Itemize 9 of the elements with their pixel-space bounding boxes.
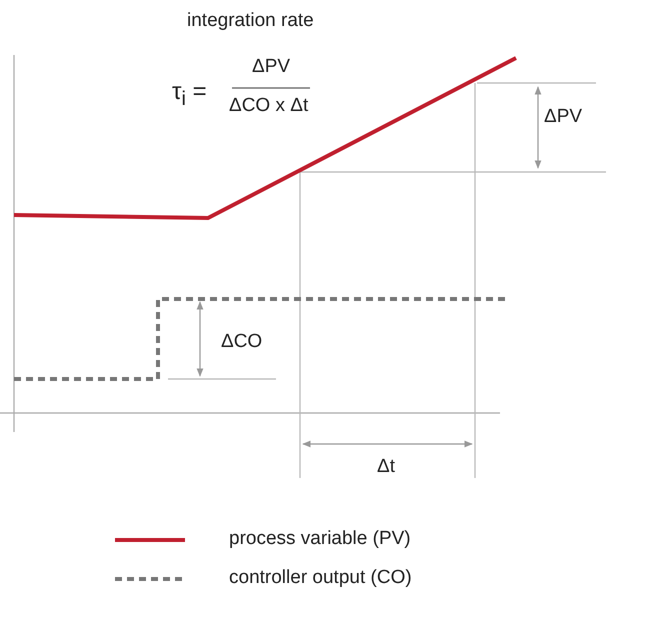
title: integration rate	[187, 10, 314, 32]
legend-label: controller output (CO)	[229, 567, 412, 589]
dimension-label: ΔPV	[544, 106, 582, 128]
dimension-label: ΔCO	[221, 331, 262, 353]
legend-label: process variable (PV)	[229, 528, 411, 550]
formula-term: ΔPV	[252, 56, 290, 78]
dimension-label: Δt	[377, 456, 395, 478]
formula-term: ΔCO x Δt	[229, 95, 308, 117]
formula-symbol: τ$_{i}$ =	[172, 78, 207, 111]
